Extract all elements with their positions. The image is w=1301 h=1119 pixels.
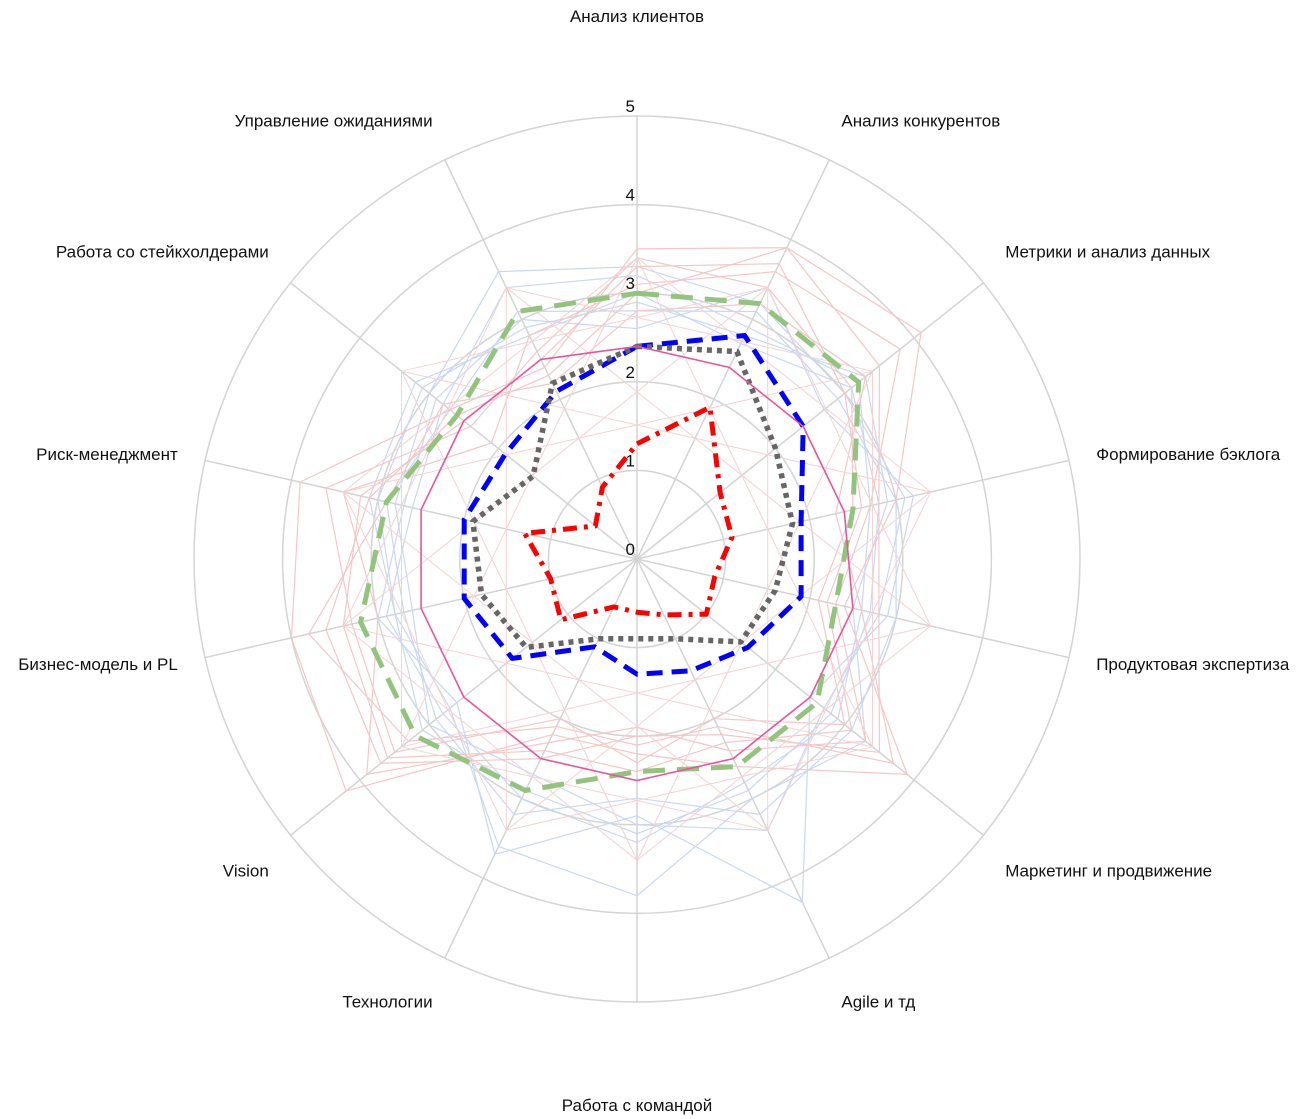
axis-label-7: Работа с командой <box>562 1096 713 1115</box>
series-3-dash-dot <box>522 404 735 623</box>
tick-label-0: 0 <box>626 540 635 559</box>
axis-label-13: Управление ожиданиями <box>235 112 433 131</box>
tick-label-4: 4 <box>626 186 635 205</box>
bg-web-line <box>401 625 931 748</box>
bg-web-line <box>767 491 932 831</box>
series-0-dashed-long <box>358 290 862 793</box>
tick-label-3: 3 <box>626 274 635 293</box>
bg-web-line <box>343 625 638 861</box>
axis-label-11: Риск-менеджмент <box>36 445 178 464</box>
bg-web-line <box>506 746 873 831</box>
spoke-2 <box>636 282 984 560</box>
bg-web-line <box>636 370 873 861</box>
bg-web-line <box>505 287 931 627</box>
tick-label-5: 5 <box>626 97 635 116</box>
series-4-solid <box>420 345 854 782</box>
bg-series-blue-4 <box>385 310 897 816</box>
axis-label-0: Анализ клиентов <box>570 7 704 26</box>
bg-web-line <box>505 491 931 831</box>
axis-label-9: Vision <box>223 862 269 881</box>
bg-web-line <box>343 257 638 493</box>
background-series-layer <box>290 247 932 904</box>
axis-label-3: Формирование бэклога <box>1096 445 1281 464</box>
bg-series-red-1 <box>325 247 881 765</box>
axis-label-1: Анализ конкурентов <box>841 112 1000 131</box>
axis-label-12: Работа со стейкхолдерами <box>56 242 269 261</box>
bg-series-red-2 <box>325 257 854 764</box>
axis-label-5: Маркетинг и продвижение <box>1005 862 1212 881</box>
axis-label-10: Бизнес-модель и PL <box>18 655 178 674</box>
bg-web-line <box>636 625 931 861</box>
axis-label-6: Agile и тд <box>841 992 915 1011</box>
main-series-layer <box>358 290 862 793</box>
bg-web-line <box>343 491 769 831</box>
tick-label-2: 2 <box>626 363 635 382</box>
bg-web-line <box>342 491 507 831</box>
bg-web-line <box>343 287 769 627</box>
bg-web-line <box>767 287 932 627</box>
bg-series-red-0 <box>290 247 922 792</box>
axis-label-2: Метрики и анализ данных <box>1005 242 1210 261</box>
axis-label-8: Технологии <box>342 992 432 1011</box>
bg-series-red-3 <box>342 270 901 776</box>
bg-web-line <box>636 257 873 748</box>
bg-web-line <box>401 370 931 493</box>
tick-label-1: 1 <box>626 451 635 470</box>
series-2-dotted <box>470 343 796 651</box>
bg-web-line <box>343 370 873 493</box>
bg-web-line <box>636 257 931 493</box>
bg-series-blue-0 <box>394 265 906 832</box>
bg-web-line <box>401 370 638 861</box>
bg-web-line <box>342 287 507 627</box>
spoke-1 <box>636 159 830 560</box>
bg-series-blue-5 <box>368 292 880 835</box>
bg-web-line <box>401 257 638 748</box>
radial-tick-labels: 0 1 2 3 4 5 <box>626 97 635 559</box>
series-1-dashed <box>461 333 806 677</box>
axis-label-4: Продуктовая экспертиза <box>1096 655 1290 674</box>
